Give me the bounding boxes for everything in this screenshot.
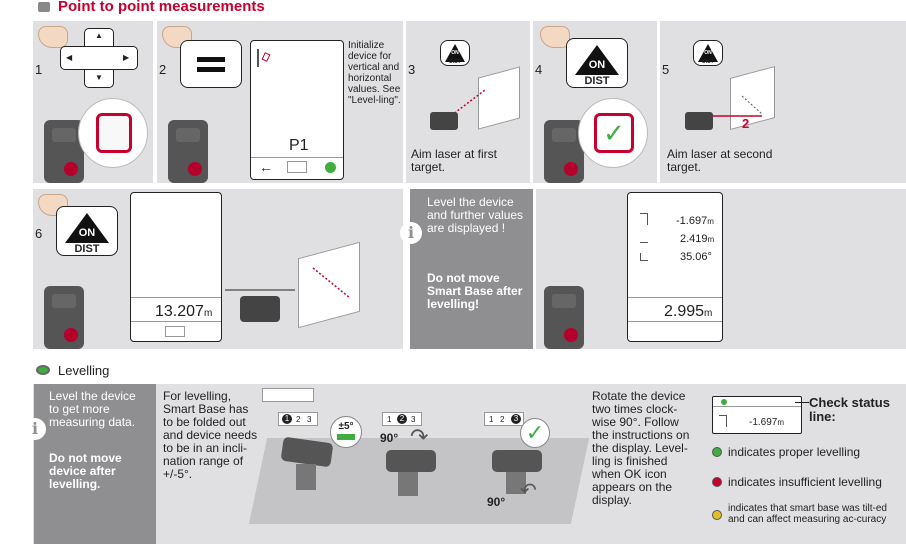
device-image [44,120,84,183]
legend-proper: indicates proper levelling [728,445,861,459]
smart-base-device [492,450,542,472]
step3-caption: Aim laser at first target. [411,147,498,174]
step-number: 3 [408,62,416,77]
on-dist-button: ON DIST [566,38,628,88]
red-status-icon [712,477,722,487]
rotate-arrow-icon: ↷ [410,424,429,449]
device-image [168,120,208,183]
angle-icon [640,253,648,261]
smart-base-device [386,450,436,472]
level-icon [165,326,185,337]
sequence-indicator: 1 2 3 [484,412,524,426]
status-dot-icon [721,399,727,405]
height-icon [719,415,727,427]
levelling-heading: Levelling [58,363,110,378]
status-value: -1.697m [749,417,785,428]
status-line-screen: -1.697m [712,396,802,434]
yellow-status-icon [712,510,722,520]
section-icon [38,2,50,12]
check-icon: ✓ [525,420,545,445]
step2-caption: Initialize device for vertical and horiz… [348,40,401,106]
result-value-3: 35.06° [680,251,712,263]
back-arrow-icon: ← [259,159,273,175]
finger-icon [38,26,68,48]
step-number: 2 [159,62,167,77]
device-image [544,120,584,183]
step-number: 4 [535,62,543,77]
equals-button [180,40,242,88]
ok-badge: ✓ [520,418,550,448]
on-dist-button-small: ON DIST [440,40,470,66]
on-dist-button: ON DIST [56,206,118,256]
step-number: 6 [35,226,43,241]
zoom-circle [78,98,148,168]
sequence-indicator: 1 2 3 [382,412,422,426]
level-icon [36,365,50,375]
info-icon: i [400,222,422,244]
level-screen-strip [262,388,314,402]
level-icon [287,161,307,173]
smart-base-stand [506,472,526,494]
result-main-value: 2.995m [664,303,713,320]
rotation-label: 90° [487,495,506,509]
result-value-2: 2.419m [680,233,715,245]
page-title: Point to point measurements [58,0,265,15]
info-icon: i [24,418,46,440]
on-dist-button-small: ON DIST [693,40,723,66]
dpad-icon: ▲ ▼ ◀ ▶ [60,28,138,88]
legend-tilted: indicates that smart base was tilt-ed an… [728,503,887,525]
status-connector [795,402,809,403]
height-icon [640,213,648,225]
step-number: 5 [662,62,670,77]
result-value-1: -1.697m [676,215,714,227]
device-screen: -1.697m 2.419m 35.06° 2.995m [627,192,723,342]
green-status-icon [712,447,722,457]
target-number: 2 [742,116,750,131]
device-screen: 13.207m [130,192,222,342]
device-image [44,286,84,349]
rotation-label: 90° [380,431,399,445]
device-image [544,286,584,349]
sequence-indicator: 1 2 3 [278,412,318,426]
info-warning: Do not move Smart Base after levelling! [427,271,523,311]
laser-line [225,267,351,299]
status-dot-icon [325,162,336,173]
rotate-instructions: Rotate the device two times clock-wise 9… [592,389,690,507]
device-on-base [240,296,280,322]
legend-insufficient: indicates insufficient levelling [728,475,882,489]
screen-p1: P1 [289,137,309,154]
smart-base-stand [296,464,316,490]
device-on-base [430,112,458,130]
zoom-circle: ✓ [578,98,648,168]
step-number: 1 [35,62,43,77]
levelling-warning: Do not move device after levelling. [49,451,122,491]
device-on-base [685,112,713,130]
rotate-arrow-icon: ↶ [520,480,537,502]
check-status-title: Check status line: [809,395,890,424]
tilt-badge: ±5° [330,416,362,448]
levelling-desc: For levelling, Smart Base has to be fold… [163,389,258,481]
info-text: Level the device and further values are … [427,195,524,235]
smart-base-stand [398,472,418,496]
device-screen: P1 ← [250,40,344,180]
finger-icon [540,26,570,48]
check-icon: ✓ [603,118,625,148]
levelling-info-text: Level the device to get more measuring d… [49,389,136,429]
measurement-value: 13.207m [155,303,213,320]
levelling-info-box [34,384,156,544]
distance-icon [640,235,648,243]
info-box [410,189,533,349]
step5-caption: Aim laser at second target. [667,147,773,174]
